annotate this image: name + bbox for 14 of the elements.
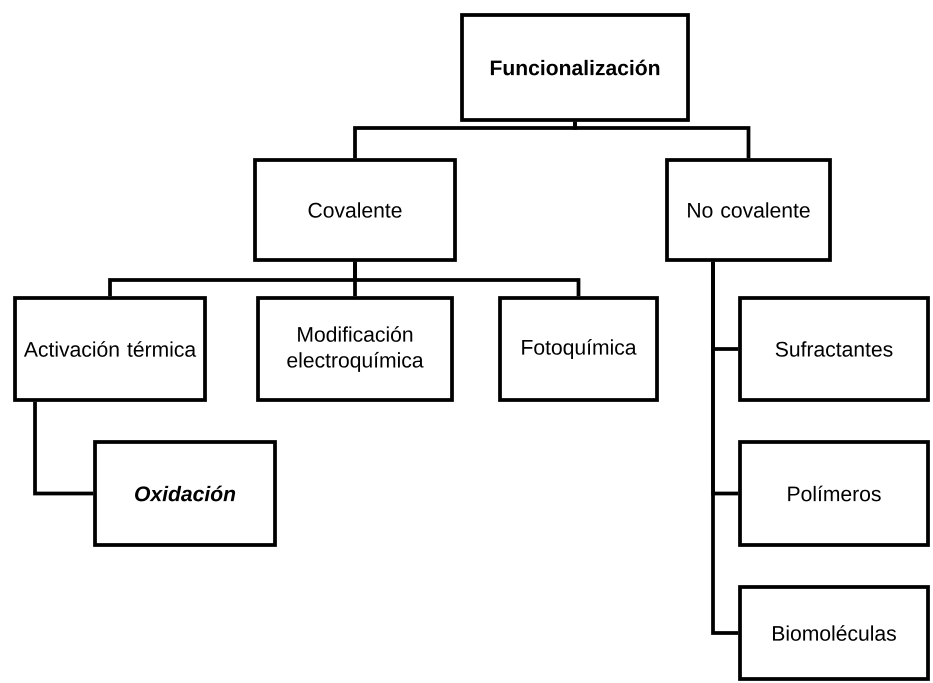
box: Biomoléculas bbox=[738, 585, 930, 681]
box: Polímeros bbox=[738, 440, 930, 547]
box: Covalente bbox=[253, 158, 457, 262]
box: Oxidación bbox=[93, 440, 277, 547]
box: No covalente bbox=[665, 158, 832, 262]
box: Fotoquímica bbox=[498, 296, 659, 402]
box: Activación térmica bbox=[13, 296, 207, 402]
box: Modificación electroquímica bbox=[256, 296, 454, 402]
connector-line bbox=[711, 262, 738, 635]
box: Sufractantes bbox=[738, 296, 930, 402]
box: Funcionalización bbox=[460, 13, 690, 122]
connector-line bbox=[33, 402, 94, 496]
connector-line bbox=[353, 262, 580, 296]
connector-line bbox=[573, 122, 750, 158]
